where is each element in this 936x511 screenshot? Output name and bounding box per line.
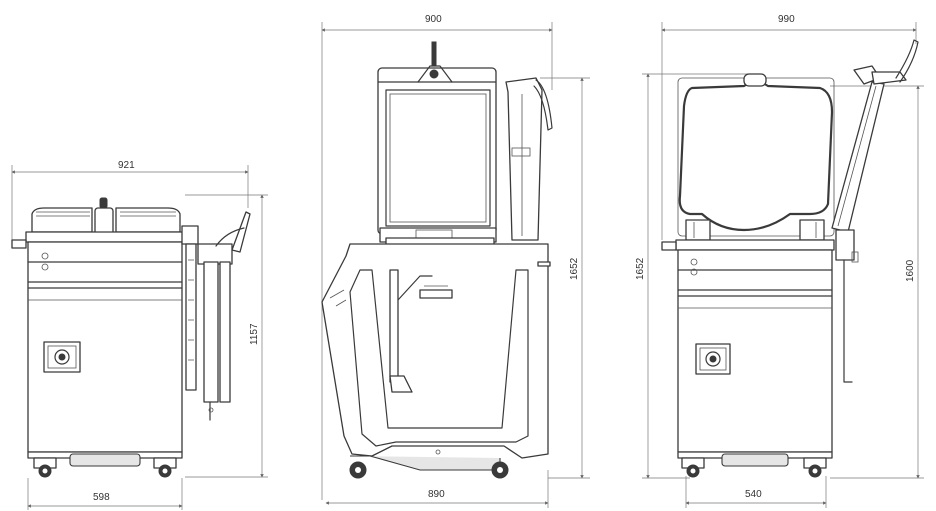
right-lid (678, 80, 834, 232)
middle-lid (377, 67, 497, 235)
right-view: 990 1652 1600 540 (635, 14, 924, 508)
middle-frame (321, 243, 549, 459)
dim-label-right-width: 990 (778, 14, 795, 25)
dim-label-middle-width: 900 (425, 14, 442, 25)
dim-label-left-height: 1157 (249, 323, 260, 345)
dim-label-right-height-right: 1600 (905, 259, 916, 282)
dim-label-middle-base: 890 (428, 489, 445, 500)
dim-label-right-base: 540 (745, 489, 762, 500)
middle-view: 900 1652 890 (321, 14, 590, 508)
dim-label-left-base: 598 (93, 492, 110, 503)
left-view: 921 1157 598 (11, 160, 268, 510)
dim-label-left-width: 921 (118, 160, 135, 171)
dim-label-right-height-left: 1652 (635, 257, 646, 280)
dim-label-middle-height: 1652 (569, 257, 580, 280)
